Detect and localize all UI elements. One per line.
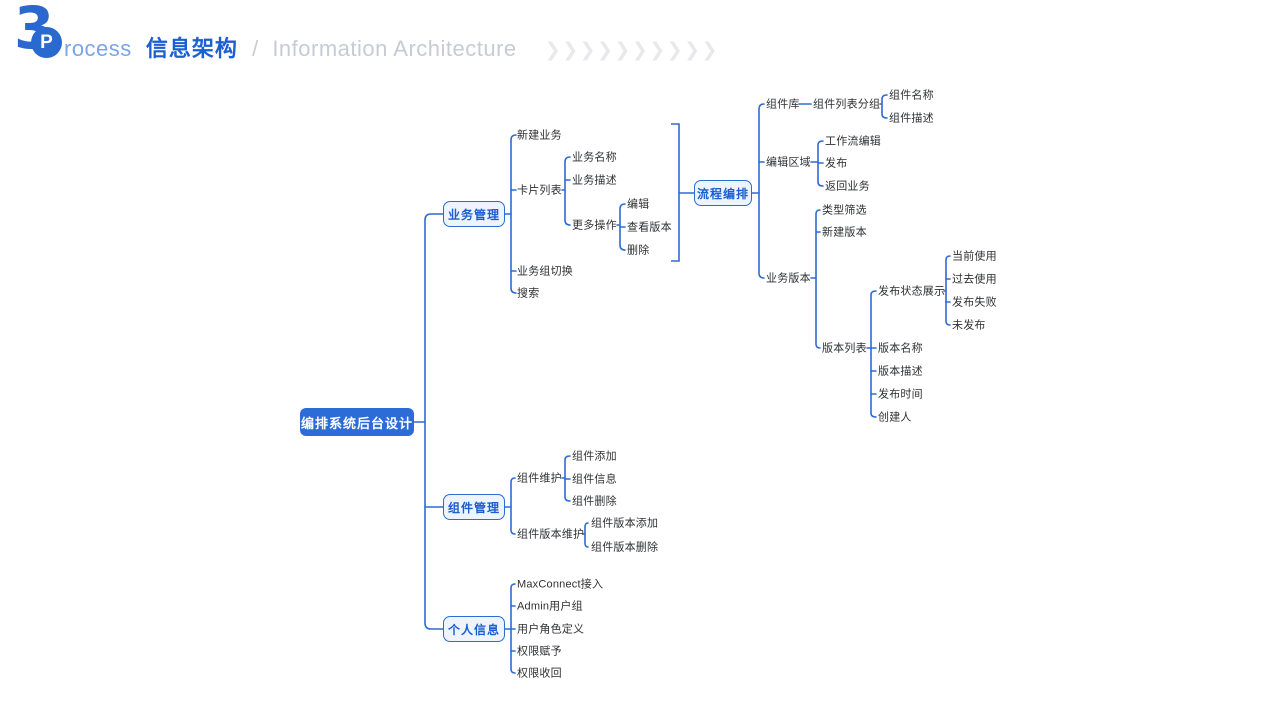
node-publish-time: 发布时间 (878, 388, 923, 401)
node-maxconnect: MaxConnect接入 (517, 578, 604, 591)
node-business-version: 业务版本 (766, 272, 811, 285)
node-revoke-permission: 权限收回 (517, 667, 562, 680)
node-unpublished: 未发布 (952, 319, 986, 332)
node-current-use: 当前使用 (952, 250, 997, 263)
node-component-list-group: 组件列表分组 (813, 98, 881, 111)
node-edit: 编辑 (627, 198, 650, 211)
node-user-role: 用户角色定义 (517, 623, 585, 636)
node-admin-group: Admin用户组 (517, 600, 583, 613)
page-title: rocess 信息架构 / Information Architecture ❯… (64, 31, 719, 63)
node-back-to-business: 返回业务 (825, 180, 870, 193)
node-publish-status: 发布状态展示 (878, 285, 946, 298)
node-component-info: 组件信息 (572, 473, 617, 486)
node-card-list: 卡片列表 (517, 184, 562, 197)
node-component-remove: 组件删除 (572, 495, 617, 508)
node-version-list: 版本列表 (822, 342, 867, 355)
node-component-version-maintain: 组件版本维护 (517, 528, 585, 541)
node-new-version: 新建版本 (822, 226, 867, 239)
node-past-use: 过去使用 (952, 273, 997, 286)
node-component-lib: 组件库 (766, 98, 800, 111)
node-component-name: 组件名称 (889, 89, 934, 102)
node-component-desc: 组件描述 (889, 112, 934, 125)
title-chinese: 信息架构 (145, 36, 238, 61)
title-process: rocess (64, 36, 132, 61)
node-component-add: 组件添加 (572, 450, 617, 463)
node-business-management: 业务管理 (443, 201, 505, 227)
title-english: Information Architecture (272, 36, 517, 61)
node-flow-arrangement: 流程编排 (694, 180, 752, 206)
node-component-maintain: 组件维护 (517, 472, 562, 485)
slide-header: P 3 rocess 信息架构 / Information Architectu… (0, 0, 1280, 80)
node-root: 编排系统后台设计 (300, 408, 414, 436)
node-component-management: 组件管理 (443, 494, 505, 520)
node-delete: 删除 (627, 244, 650, 257)
node-grant-permission: 权限赋予 (517, 645, 562, 658)
node-view-versions: 查看版本 (627, 221, 672, 234)
node-more-actions: 更多操作 (572, 219, 617, 232)
node-version-desc: 版本描述 (878, 365, 923, 378)
title-separator: / (252, 36, 259, 61)
logo-circle: P (31, 27, 62, 58)
node-component-version-remove: 组件版本删除 (591, 541, 659, 554)
chevrons-decoration: ❯❯❯❯❯❯❯❯❯❯ (544, 40, 719, 61)
node-business-name: 业务名称 (572, 151, 617, 164)
logo-p-letter: P (40, 31, 53, 53)
node-new-business: 新建业务 (517, 129, 562, 142)
node-creator: 创建人 (878, 411, 912, 424)
node-publish: 发布 (825, 157, 848, 170)
node-publish-failed: 发布失败 (952, 296, 997, 309)
node-version-name: 版本名称 (878, 342, 923, 355)
node-search: 搜索 (517, 287, 540, 300)
node-group-switch: 业务组切换 (517, 265, 573, 278)
node-type-filter: 类型筛选 (822, 204, 867, 217)
node-component-version-add: 组件版本添加 (591, 517, 659, 530)
node-personal-info: 个人信息 (443, 616, 505, 642)
node-workflow-edit: 工作流编辑 (825, 135, 881, 148)
node-business-desc: 业务描述 (572, 174, 617, 187)
node-edit-area: 编辑区域 (766, 156, 811, 169)
